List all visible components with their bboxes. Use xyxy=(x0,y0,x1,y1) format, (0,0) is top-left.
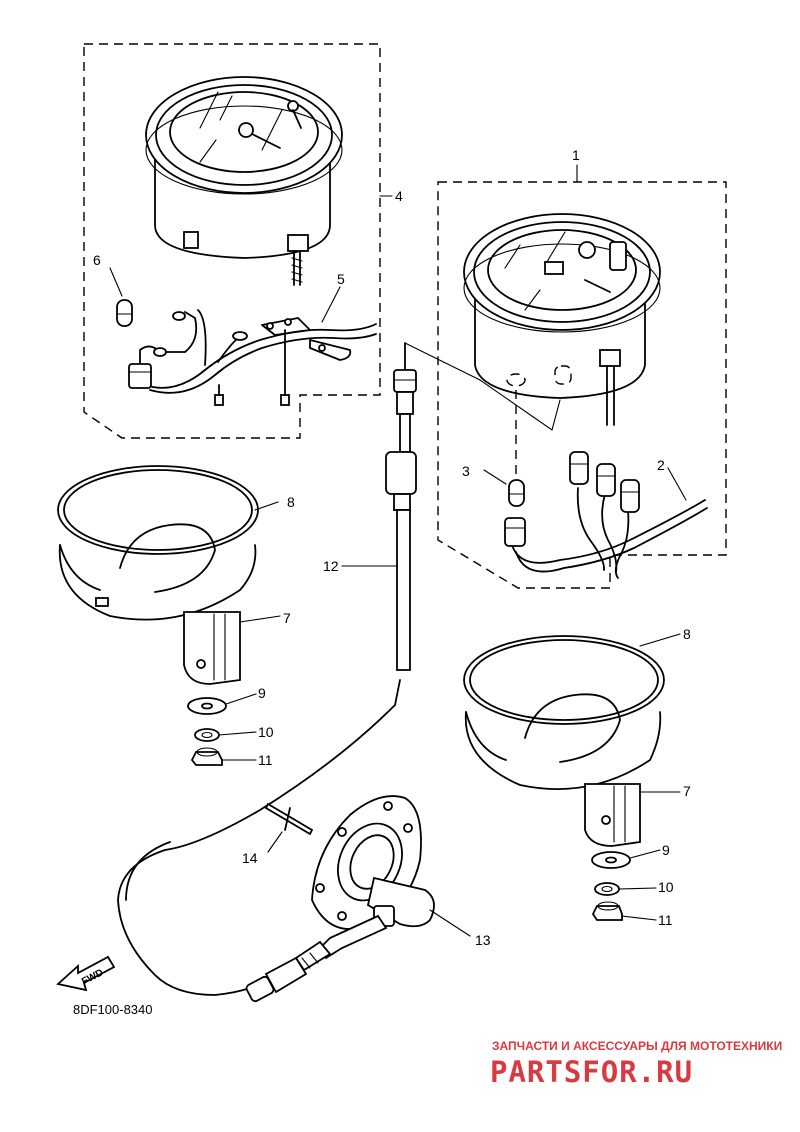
callout-9-left: 9 xyxy=(258,685,266,701)
callout-3: 3 xyxy=(462,463,470,479)
callout-8-left: 8 xyxy=(287,494,295,510)
bulb-3 xyxy=(483,390,525,507)
hardware-left xyxy=(187,693,257,766)
callout-2: 2 xyxy=(657,457,665,473)
diagram-code: 8DF100-8340 xyxy=(73,1002,153,1017)
callout-7-right: 7 xyxy=(683,783,691,799)
callout-1: 1 xyxy=(572,147,580,163)
wire-harness-left xyxy=(128,286,377,406)
callout-5: 5 xyxy=(337,271,345,287)
callout-10-right: 10 xyxy=(658,879,674,895)
watermark-site: PARTSFOR.RU xyxy=(490,1055,693,1089)
meter-assembly-right xyxy=(463,213,661,426)
callout-7-left: 7 xyxy=(283,610,291,626)
callout-10-left: 10 xyxy=(258,724,274,740)
callout-11-left: 11 xyxy=(258,752,273,768)
callout-6: 6 xyxy=(93,252,101,268)
callout-9-right: 9 xyxy=(662,842,670,858)
callout-4: 4 xyxy=(395,188,403,204)
group-1-boundary xyxy=(437,181,727,589)
bulb-6 xyxy=(109,267,133,327)
meter-cable-12 xyxy=(117,342,417,996)
meter-assembly-left xyxy=(145,76,343,286)
meter-ring-8-right xyxy=(463,633,681,725)
callout-13: 13 xyxy=(475,932,491,948)
watermark-tagline: ЗАПЧАСТИ И АКСЕССУАРЫ ДЛЯ МОТОТЕХНИКИ xyxy=(492,1039,782,1053)
callout-14: 14 xyxy=(242,850,258,866)
meter-bracket-7-left xyxy=(58,523,281,685)
cable-end-fitting xyxy=(245,914,388,1003)
fwd-arrow-icon xyxy=(56,955,116,992)
callout-11-right: 11 xyxy=(658,912,673,928)
callout-12: 12 xyxy=(323,558,339,574)
pin-14 xyxy=(264,802,314,853)
wire-harness-right xyxy=(504,451,708,579)
meter-gear-unit-13 xyxy=(311,795,471,937)
meter-ring-8-left xyxy=(57,465,279,555)
callout-8-right: 8 xyxy=(683,626,691,642)
meter-bracket-7-right xyxy=(464,693,681,847)
hardware-right xyxy=(591,849,661,921)
